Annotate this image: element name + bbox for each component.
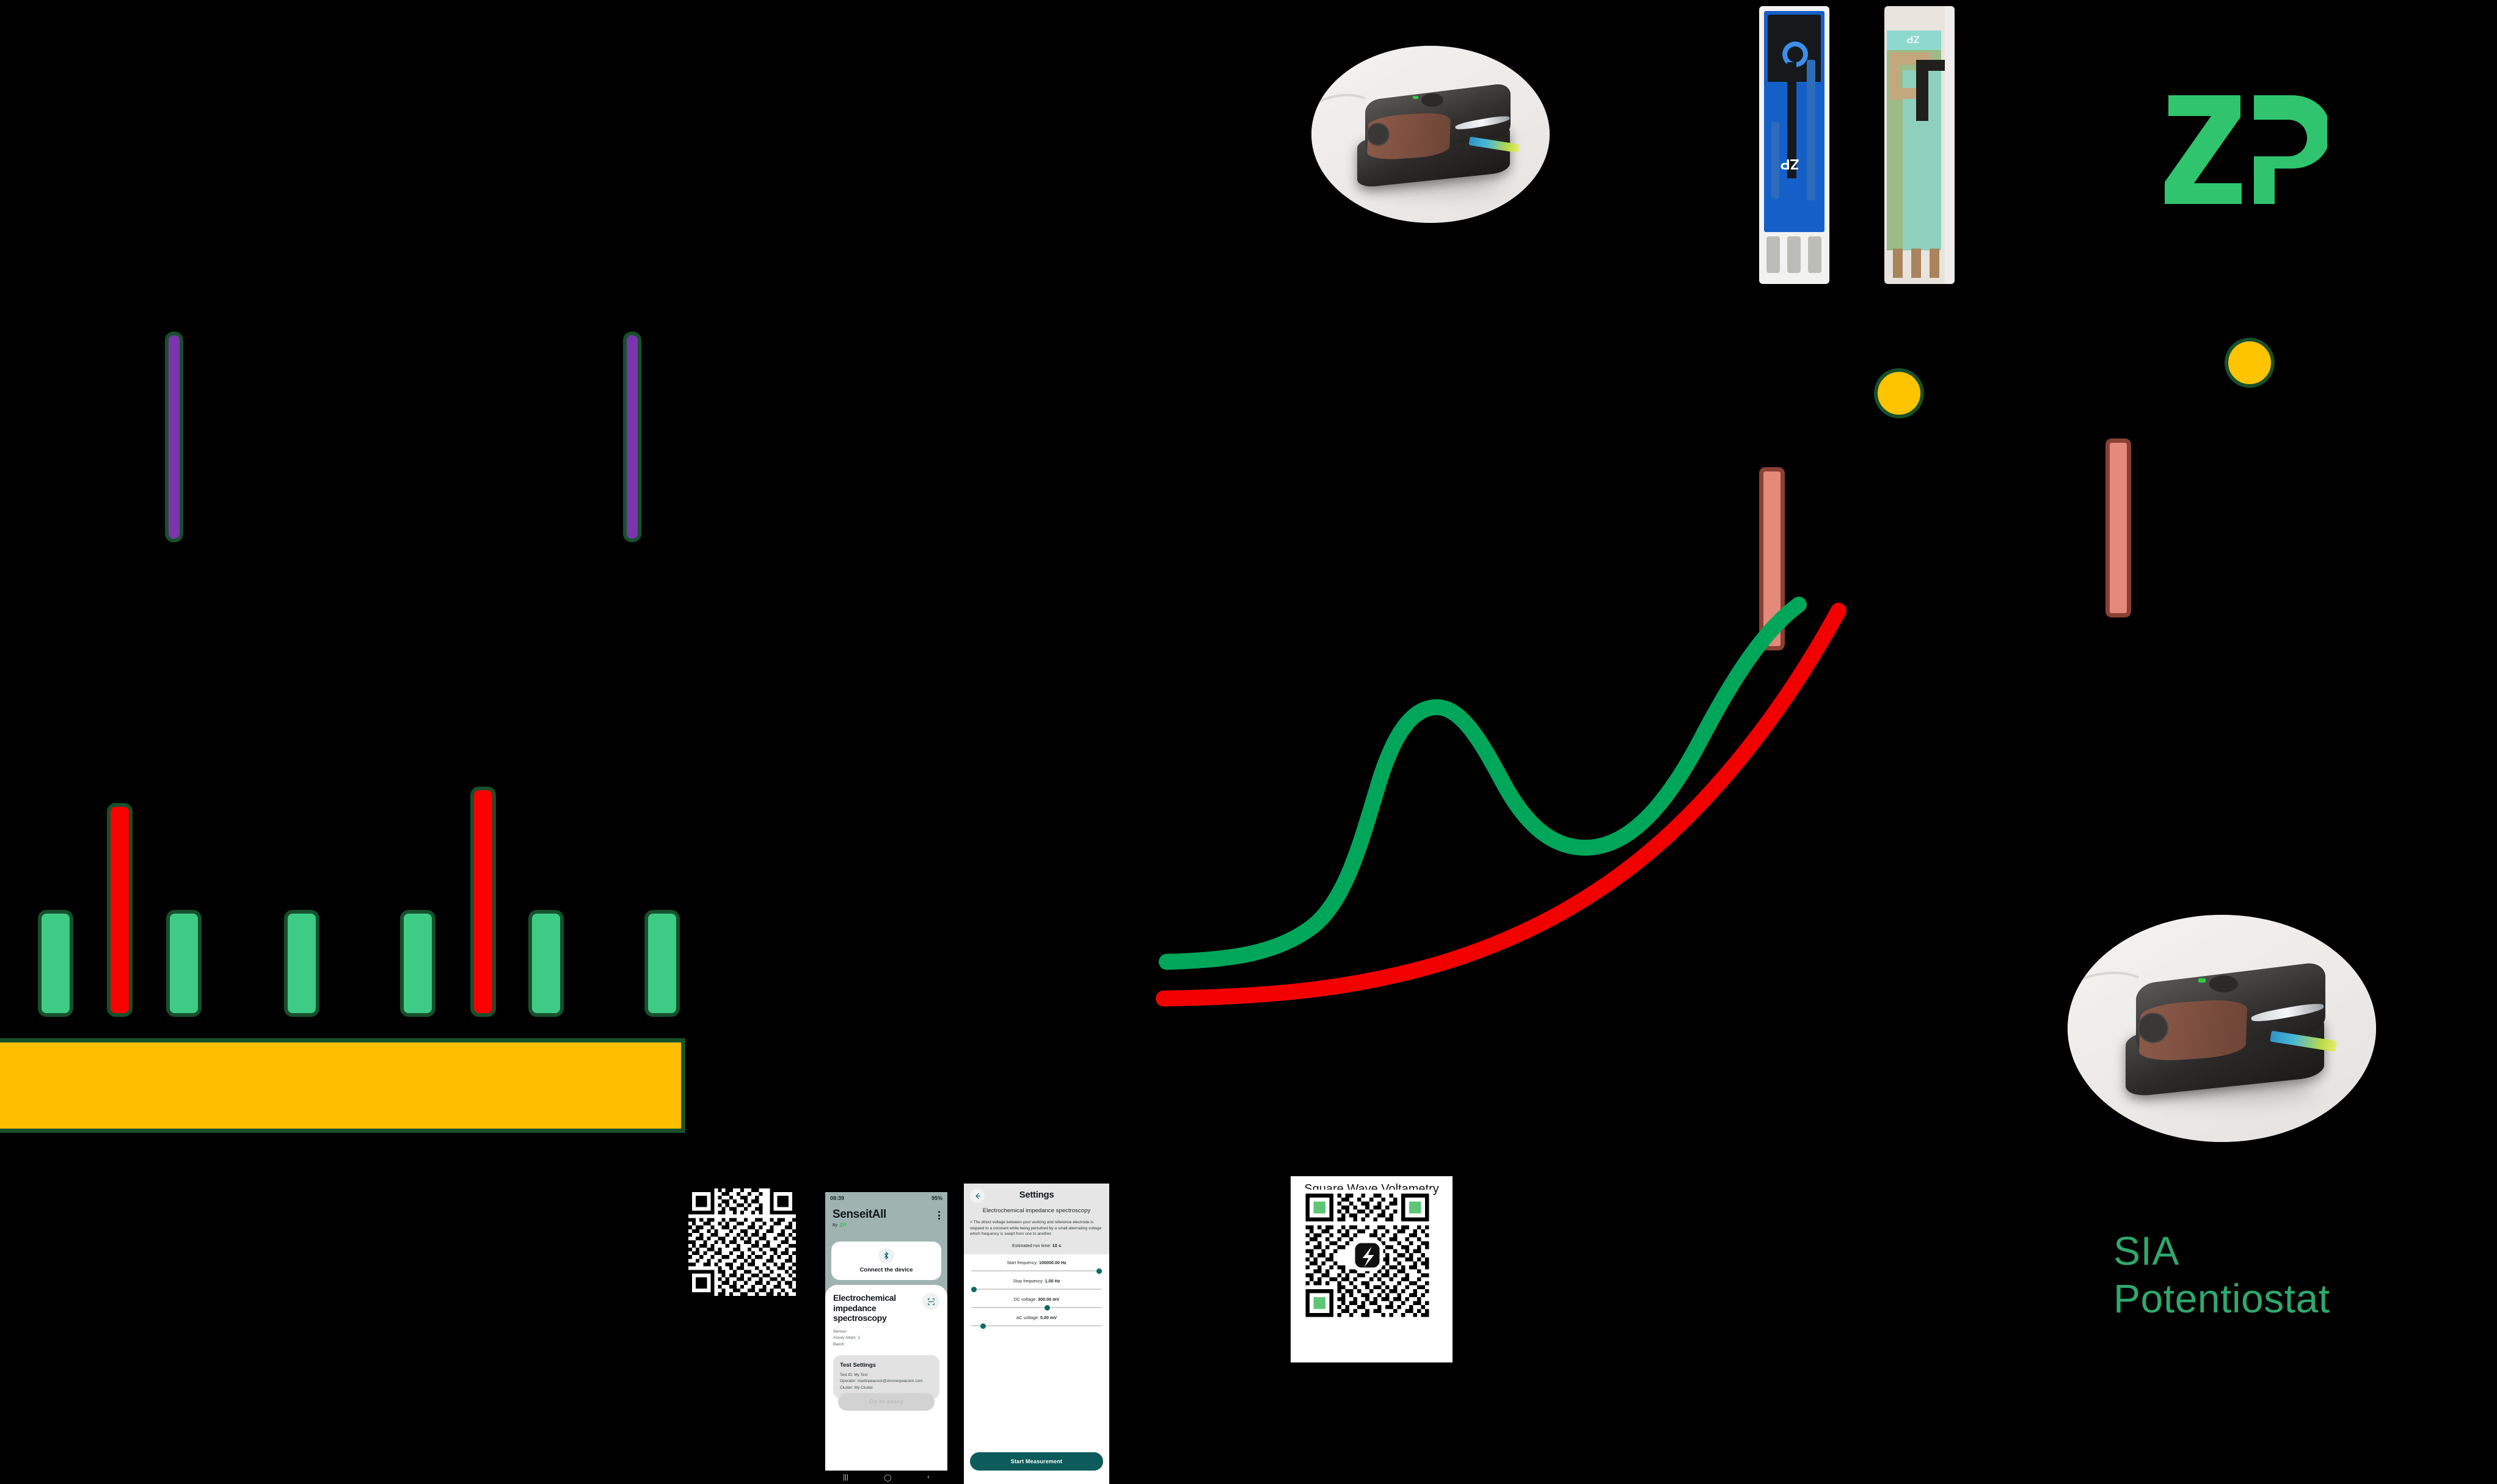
technique-description: > The direct voltage between your workin…	[970, 1220, 1102, 1237]
slider-2-name: DC voltage:	[1013, 1297, 1037, 1303]
slider-3-value: 5.00 mV	[1040, 1315, 1057, 1321]
technique-name: Electrochemical impedance spectroscopy	[982, 1207, 1091, 1214]
slider-ac-voltage[interactable]	[970, 1323, 1103, 1329]
overflow-menu-icon[interactable]	[938, 1211, 940, 1220]
assay-title: Electrochemical impedance spectroscopy	[833, 1293, 896, 1323]
decor-bar-green-6	[644, 910, 680, 1017]
slider-1-knob[interactable]	[971, 1286, 977, 1292]
qr-code-app-download[interactable]	[688, 1188, 796, 1296]
estimated-run-time: Estimated run time: 10 s	[970, 1243, 1103, 1248]
estimated-run-time-label: Estimated run time:	[1012, 1243, 1051, 1249]
slider-0-knob[interactable]	[1096, 1268, 1103, 1274]
estimated-run-time-value: 10 s	[1052, 1243, 1062, 1249]
settings-header-area: Settings Electrochemical impedance spect…	[964, 1184, 1109, 1255]
phone-status-bar: 08:39 95%	[825, 1192, 947, 1204]
status-time: 08:39	[830, 1195, 845, 1201]
home-icon[interactable]: ◯	[884, 1474, 892, 1482]
slider-label-ac-voltage: AC voltage: 5.00 mV	[970, 1315, 1103, 1320]
assay-meta-sensor: Sensor:	[833, 1329, 848, 1334]
qr-scan-icon[interactable]	[922, 1293, 939, 1310]
curve-background-red	[1156, 603, 1846, 1006]
app-header: SenseitAll By ZP	[825, 1204, 947, 1235]
start-measurement-button[interactable]: Start Measurement	[970, 1452, 1103, 1471]
assay-meta-steps: Assay steps: 1	[833, 1336, 861, 1340]
slider-1-value: 1.00 Hz	[1044, 1278, 1060, 1284]
decor-band-orange	[0, 1038, 685, 1133]
slider-3-knob[interactable]	[980, 1323, 986, 1329]
decor-bar-green-3	[284, 910, 319, 1017]
qr-code-swv[interactable]	[1302, 1190, 1433, 1321]
voltammogram-chart	[1156, 597, 1846, 1006]
slider-label-stop-frequency: Stop frequency: 1.00 Hz	[970, 1278, 1103, 1284]
decor-dot-yellow-2	[2225, 338, 2275, 388]
settings-sliders: Start frequency: 100000.00 Hz Stop frequ…	[964, 1254, 1109, 1329]
recents-icon[interactable]: |||	[843, 1474, 848, 1481]
slider-2-track	[971, 1307, 1102, 1308]
test-settings-lines: Test ID: My Test Operator: martinpeacock…	[840, 1372, 933, 1391]
back-icon[interactable]: ‹	[927, 1474, 930, 1481]
slider-0-value: 100000.00 Hz	[1038, 1260, 1066, 1266]
android-nav-bar: ||| ◯ ‹	[825, 1471, 947, 1484]
decor-bar-green-5	[528, 910, 564, 1017]
decor-bar-red-2	[470, 787, 496, 1017]
go-to-assay-button[interactable]: Go to assay	[838, 1392, 935, 1411]
slider-2-knob[interactable]	[1044, 1304, 1051, 1311]
product-name-line2: Potentiostat	[2113, 1275, 2330, 1321]
slider-start-frequency[interactable]	[970, 1268, 1103, 1274]
decor-bar-green-2	[166, 910, 202, 1017]
slider-dc-voltage[interactable]	[970, 1304, 1103, 1311]
phone-screenshot-settings: Settings Electrochemical impedance spect…	[964, 1184, 1109, 1484]
decor-bar-green-1	[38, 910, 73, 1017]
settings-title: Settings	[1019, 1190, 1054, 1200]
curve-analyte-green	[1159, 597, 1807, 970]
sensor-strip-blue: ZP	[1759, 6, 1829, 284]
assay-panel: Electrochemical impedance spectroscopy S…	[825, 1285, 947, 1484]
product-name: SIA Potentiostat	[2113, 1228, 2330, 1323]
back-arrow-icon[interactable]	[970, 1188, 985, 1203]
slider-1-name: Stop frequency:	[1013, 1278, 1044, 1284]
decor-bar-purple-2	[623, 332, 641, 542]
cluster: Cluster: My Cluster	[840, 1385, 873, 1390]
sensor-strip-green: ZP	[1884, 6, 1955, 284]
slider-1-track	[971, 1289, 1102, 1290]
slider-label-dc-voltage: DC voltage: 300.00 mV	[970, 1297, 1103, 1302]
slider-2-value: 300.00 mV	[1038, 1297, 1060, 1303]
phone-screenshot-senseitall: 08:39 95% SenseitAll By ZP	[825, 1192, 947, 1484]
status-battery: 95%	[931, 1195, 942, 1201]
decor-bar-red-1	[107, 803, 133, 1017]
test-id: Test ID: My Test	[840, 1373, 868, 1378]
assay-meta-batch: Batch:	[833, 1342, 845, 1347]
assay-meta: Sensor: Assay steps: 1 Batch:	[833, 1329, 939, 1348]
slider-label-start-frequency: Start frequency: 100000.00 Hz	[970, 1260, 1103, 1265]
app-title: SenseitAll	[833, 1208, 886, 1221]
connect-device-card[interactable]: Connect the device	[831, 1242, 941, 1280]
slider-stop-frequency[interactable]	[970, 1286, 1103, 1292]
zp-logo-icon	[2165, 95, 2327, 204]
decor-bar-purple-1	[165, 332, 183, 542]
decor-bar-salmon-2	[2105, 438, 2131, 617]
slider-0-name: Start frequency:	[1007, 1260, 1038, 1266]
decor-dot-yellow-1	[1874, 368, 1924, 418]
swv-qr-card: Square Wave Voltametry SWV	[1291, 1176, 1453, 1362]
test-settings-title: Test Settings	[840, 1362, 876, 1369]
operator: Operator: martinpeacock@zimmerpeacock.co…	[840, 1379, 923, 1384]
device-photo-bottom	[2068, 915, 2376, 1142]
slider-3-track	[971, 1325, 1102, 1326]
connect-device-label: Connect the device	[859, 1267, 913, 1273]
byline-zp-logo-icon: ZP	[839, 1222, 847, 1228]
decor-bar-green-4	[400, 910, 436, 1017]
test-settings-card: Test Settings Test ID: My Test Operator:…	[833, 1355, 939, 1399]
slider-3-name: AC voltage:	[1016, 1315, 1039, 1321]
slider-0-track	[971, 1270, 1102, 1271]
byline-prefix: By	[833, 1223, 838, 1228]
product-name-line1: SIA	[2113, 1228, 2179, 1273]
device-photo-top	[1311, 46, 1550, 223]
bluetooth-icon	[878, 1248, 894, 1264]
app-byline: By ZP	[833, 1222, 886, 1228]
